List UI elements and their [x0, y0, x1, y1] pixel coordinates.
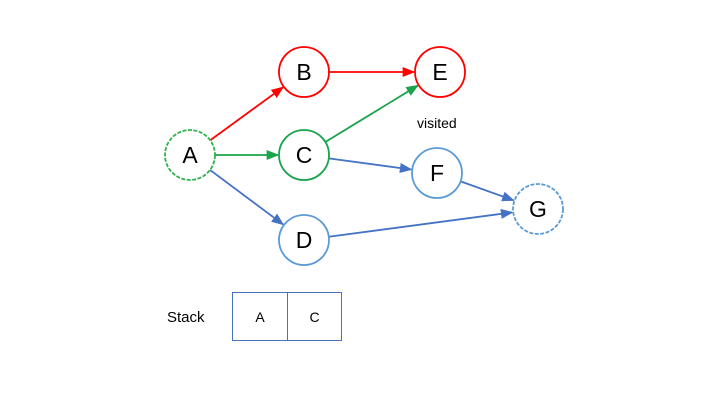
node-b-circle: [278, 46, 330, 98]
stack-cell-0: A: [255, 308, 265, 325]
node-g-circle: [512, 183, 564, 235]
node-a-label: A: [182, 142, 198, 168]
node-e-label: E: [432, 59, 447, 85]
edge-c-f: [328, 157, 413, 173]
edges-layer: [209, 66, 515, 238]
node-e: E: [414, 46, 466, 98]
node-g-label: G: [529, 196, 547, 222]
node-c: C: [278, 129, 330, 181]
node-f-circle: [411, 147, 463, 199]
node-c-circle: [278, 129, 330, 181]
node-c-label: C: [296, 142, 313, 168]
node-f-label: F: [430, 160, 444, 186]
stack-label: Stack: [167, 309, 205, 326]
edge-f-g: [460, 180, 515, 202]
node-f: F: [411, 147, 463, 199]
stack-cell-1: C: [287, 293, 341, 340]
stack-box: A C: [232, 292, 342, 341]
node-b-label: B: [296, 59, 311, 85]
node-d-circle: [278, 214, 330, 266]
node-d: D: [278, 214, 330, 266]
edge-a-d: [209, 169, 285, 226]
edge-a-b: [209, 86, 284, 142]
edge-c-e: [324, 84, 419, 143]
nodes-layer: A B C D E F G: [164, 46, 564, 266]
edge-d-g: [328, 208, 514, 238]
node-e-circle: [414, 46, 466, 98]
node-a: A: [164, 129, 216, 181]
node-d-label: D: [296, 227, 313, 253]
node-a-circle: [164, 129, 216, 181]
node-g: G: [512, 183, 564, 235]
visited-note: visited: [417, 115, 457, 131]
node-b: B: [278, 46, 330, 98]
